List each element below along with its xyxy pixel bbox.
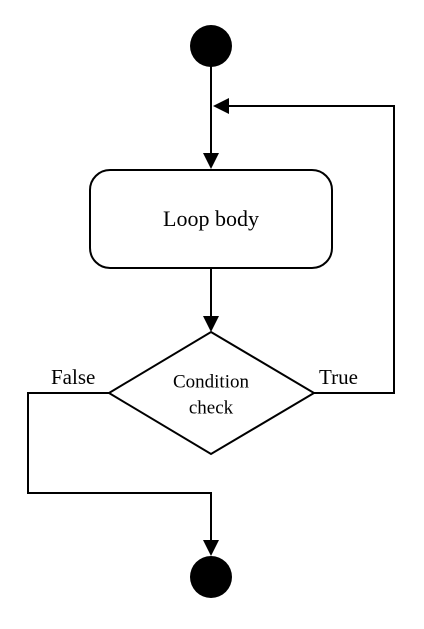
true-branch-label: True xyxy=(319,365,358,389)
loop-to-condition-edge xyxy=(203,267,219,332)
condition-diamond xyxy=(107,330,316,456)
false-branch-label: False xyxy=(51,365,95,389)
start-to-loop-arrowhead xyxy=(203,153,219,169)
end-node xyxy=(190,556,232,598)
loop-to-condition-arrowhead xyxy=(203,316,219,332)
condition-check-node: Condition check xyxy=(107,330,316,456)
start-node xyxy=(190,25,232,67)
condition-label-line2: check xyxy=(189,397,234,418)
false-branch-arrowhead xyxy=(203,540,219,556)
start-to-loop-edge xyxy=(203,66,219,169)
loop-body-label: Loop body xyxy=(163,206,259,231)
true-branch-edge: True xyxy=(213,98,395,394)
false-branch-edge: False xyxy=(27,365,219,556)
true-branch-arrowhead xyxy=(213,98,229,114)
loop-body-node: Loop body xyxy=(89,169,333,269)
condition-label-line1: Condition xyxy=(173,371,250,392)
